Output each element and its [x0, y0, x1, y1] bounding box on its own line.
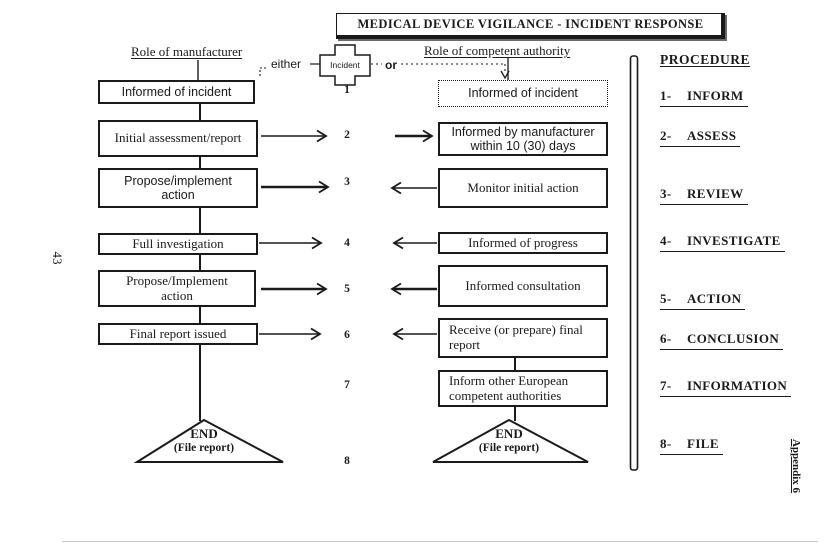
manufacturer-step-2-box: Initial assessment/report [98, 120, 258, 157]
procedure-item-5-label: ACTION [687, 291, 742, 306]
authority-end-label: END (File report) [454, 426, 564, 454]
procedure-item-6: 6- CONCLUSION [660, 331, 784, 350]
authority-arrows [390, 129, 437, 341]
authority-step-3-label: Monitor initial action [467, 179, 579, 195]
authority-end-triangle [432, 418, 589, 463]
manufacturer-step-3-box: Propose/implement action [98, 168, 258, 208]
manufacturer-end-title: END [190, 426, 218, 441]
authority-end-title: END [495, 426, 523, 441]
procedure-item-2-num: 2- [660, 128, 672, 143]
procedure-item-5: 5- ACTION [660, 291, 746, 310]
manufacturer-end-triangle [133, 418, 284, 463]
scan-edge-artifact [62, 541, 818, 542]
authority-step-6-label: Receive (or prepare) final report [449, 322, 583, 352]
authority-step-2-box: Informed by manufacturer within 10 (30) … [438, 122, 608, 156]
procedure-item-7-label: INFORMATION [687, 378, 788, 393]
procedure-item-3: 3- REVIEW [660, 186, 748, 205]
procedure-item-1-num: 1- [660, 88, 672, 103]
authority-step-4-label: Informed of progress [468, 234, 578, 250]
or-dotted-line [371, 63, 506, 72]
authority-step-7-label: Inform other European competent authorit… [449, 372, 569, 403]
procedure-item-2-label: ASSESS [687, 128, 737, 143]
authority-column-header: Role of competent authority [424, 43, 571, 58]
procedure-item-7-num: 7- [660, 378, 672, 393]
step-number-2: 2 [344, 129, 350, 141]
procedure-item-4: 4- INVESTIGATE [660, 233, 785, 252]
procedure-item-4-num: 4- [660, 233, 672, 248]
procedure-item-2: 2- ASSESS [660, 128, 741, 147]
appendix-label: Appendix 6 [790, 438, 802, 494]
or-down-arrowhead [500, 70, 510, 80]
procedure-item-8-label: FILE [687, 436, 719, 451]
procedure-item-7: 7- INFORMATION [660, 378, 792, 397]
authority-step-1-label: Informed of incident [468, 86, 578, 101]
manufacturer-end-label: END (File report) [149, 426, 259, 454]
procedure-item-6-label: CONCLUSION [687, 331, 780, 346]
procedure-separator-bar [629, 55, 639, 471]
procedure-item-3-label: REVIEW [687, 186, 744, 201]
procedure-item-1-label: INFORM [687, 88, 744, 103]
procedure-item-8-num: 8- [660, 436, 672, 451]
step-number-3: 3 [344, 176, 350, 188]
procedure-item-6-num: 6- [660, 331, 672, 346]
authority-step-7-box: Inform other European competent authorit… [438, 370, 608, 407]
manufacturer-step-4-box: Full investigation [98, 233, 258, 255]
manufacturer-end-subtitle: (File report) [173, 441, 235, 454]
step-number-7: 7 [344, 379, 350, 391]
incident-node-label: Incident [330, 60, 360, 70]
incident-node-shape [319, 44, 371, 86]
procedure-item-8: 8- FILE [660, 436, 723, 455]
step-number-4: 4 [344, 237, 350, 249]
manufacturer-step-6-box: Final report issued [98, 323, 258, 345]
manufacturer-arrows [259, 129, 330, 341]
or-label: or [385, 58, 397, 72]
either-label: either [271, 57, 302, 71]
page-number: 43 [50, 251, 65, 265]
authority-step-5-label: Informed consultation [465, 277, 581, 293]
authority-step-2-label: Informed by manufacturer within 10 (30) … [451, 124, 595, 153]
manufacturer-step-4-label: Full investigation [132, 235, 224, 251]
manufacturer-step-3-label: Propose/implement action [124, 173, 232, 202]
step-number-1: 1 [344, 84, 350, 96]
procedure-column-header: PROCEDURE [660, 52, 751, 67]
step-number-8: 8 [344, 455, 350, 467]
authority-end-subtitle: (File report) [478, 441, 540, 454]
manufacturer-step-6-label: Final report issued [129, 325, 227, 341]
manufacturer-step-2-label: Initial assessment/report [114, 130, 242, 146]
diagram-title-box: MEDICAL DEVICE VIGILANCE - INCIDENT RESP… [336, 13, 725, 39]
procedure-item-1: 1- INFORM [660, 88, 748, 107]
procedure-item-3-num: 3- [660, 186, 672, 201]
either-elbow [259, 67, 266, 77]
authority-step-6-box: Receive (or prepare) final report [438, 318, 608, 358]
procedure-item-5-num: 5- [660, 291, 672, 306]
authority-step-1-box: Informed of incident [438, 80, 608, 107]
manufacturer-step-1-box: Informed of incident [98, 80, 255, 104]
procedure-item-4-label: INVESTIGATE [687, 233, 781, 248]
step-number-6: 6 [344, 329, 350, 341]
manufacturer-step-5-box: Propose/Implement action [98, 270, 256, 307]
diagram-title: MEDICAL DEVICE VIGILANCE - INCIDENT RESP… [357, 17, 704, 31]
authority-step-4-box: Informed of progress [438, 232, 608, 254]
manufacturer-step-1-label: Informed of incident [121, 84, 232, 99]
authority-step-5-box: Informed consultation [438, 265, 608, 307]
manufacturer-step-5-label: Propose/Implement action [126, 272, 228, 303]
step-number-5: 5 [344, 283, 350, 295]
authority-step-3-box: Monitor initial action [438, 168, 608, 208]
manufacturer-column-header: Role of manufacturer [131, 44, 243, 59]
